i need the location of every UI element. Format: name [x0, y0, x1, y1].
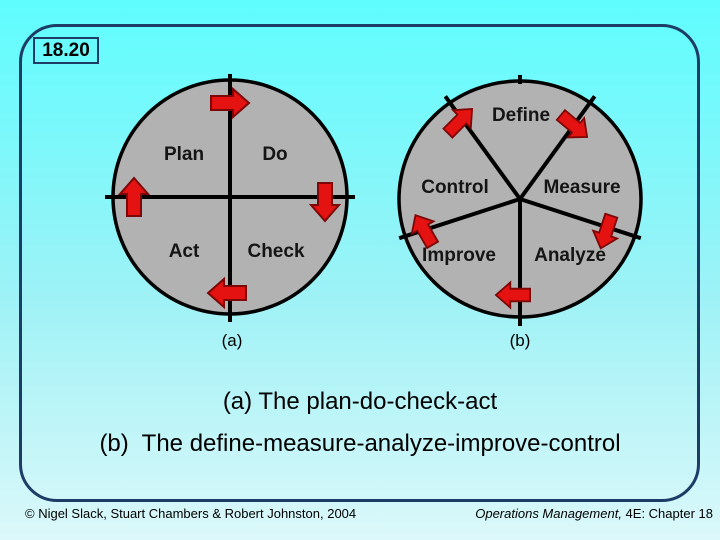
pdca-label-plan: Plan — [163, 144, 205, 165]
pdca-letter: (a) — [221, 331, 243, 350]
dmaic-label-analyze: Analyze — [534, 245, 606, 266]
pdca-label-do: Do — [262, 144, 288, 165]
caption-pdca: (a) The plan-do-check-act — [222, 388, 498, 415]
caption-dmaic: (b) The define-measure-analyze-improve-c… — [99, 430, 621, 457]
figure-number-box: 18.20 — [33, 37, 99, 64]
figure-number: 18.20 — [42, 39, 90, 61]
footer-book-reference: Operations Management, 4E: Chapter 18 — [475, 506, 713, 521]
footer-book-title: Operations Management, — [475, 506, 622, 521]
footer-chapter: 4E: Chapter 18 — [621, 506, 713, 521]
pdca-diagram — [105, 74, 355, 322]
pdca-label-check: Check — [247, 241, 305, 262]
dmaic-label-define: Define — [491, 105, 551, 126]
dmaic-letter: (b) — [509, 331, 531, 350]
slide-frame — [19, 24, 700, 502]
footer-copyright: © Nigel Slack, Stuart Chambers & Robert … — [25, 506, 357, 521]
dmaic-label-measure: Measure — [543, 177, 621, 198]
dmaic-label-control: Control — [421, 177, 489, 198]
dmaic-label-improve: Improve — [422, 245, 496, 266]
dmaic-diagram — [397, 75, 643, 326]
pdca-label-act: Act — [168, 241, 200, 262]
